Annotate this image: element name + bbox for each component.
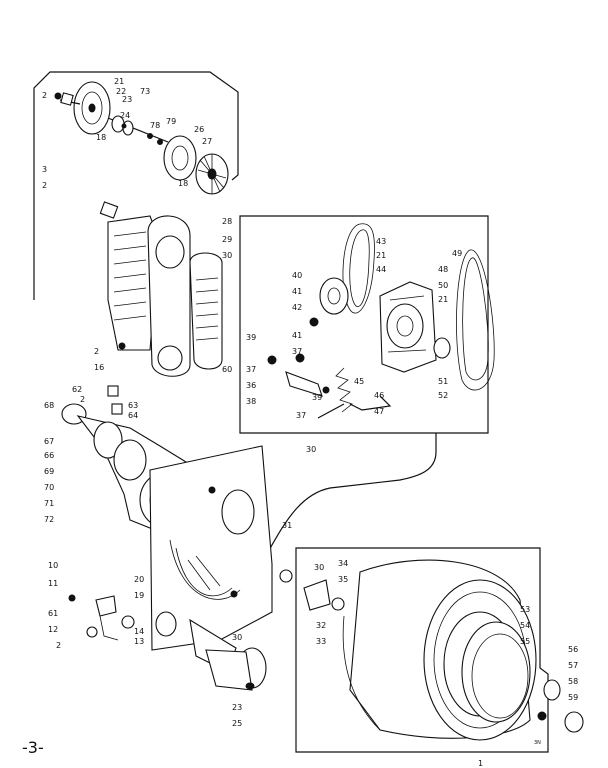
fan-wheel-icon (195, 153, 229, 195)
part-label: 41 (292, 331, 302, 340)
part-label: 50 (438, 281, 448, 290)
part-label: 12 (48, 625, 58, 634)
part-label: 56 (568, 645, 578, 654)
part-label: 66 (44, 451, 54, 460)
drive-motor (189, 618, 267, 691)
part-label: 19 (134, 591, 144, 600)
switch-subassembly (68, 594, 135, 641)
part-label: 46 (374, 391, 384, 400)
part-label: 22 (116, 87, 126, 96)
part-label: 55 (520, 637, 530, 646)
blower-housing (99, 201, 223, 377)
part-label: 68 (44, 401, 54, 410)
part-label: 14 (134, 627, 144, 636)
part-label: 21 (438, 295, 448, 304)
part-label: 57 (568, 661, 578, 670)
part-label: 40 (292, 271, 302, 280)
part-label: 47 (374, 407, 384, 416)
part-label: 21 (114, 77, 124, 86)
part-labels: 2 21 22 23 73 24 18 78 79 26 27 18 3 2 2… (42, 77, 578, 768)
part-label: 30 (314, 563, 324, 572)
part-label: 21 (376, 251, 386, 260)
part-label: 2 (80, 395, 85, 404)
part-label: 23 (122, 95, 132, 104)
part-label: 37 (292, 347, 302, 356)
part-label: 39 (246, 333, 256, 342)
part-label: 27 (202, 137, 212, 146)
part-label: 37 (296, 411, 306, 420)
part-label: 58 (568, 677, 578, 686)
part-label: 32 (316, 621, 326, 630)
part-label: 52 (438, 391, 448, 400)
part-label: 18 (96, 133, 106, 142)
part-label: 49 (452, 249, 462, 258)
rear-bulkhead-panel (149, 445, 273, 651)
part-label: 2 (42, 181, 47, 190)
part-label: 16 (94, 363, 104, 372)
part-label: 30 (222, 251, 232, 260)
part-label: 59 (568, 693, 578, 702)
part-label: 26 (194, 125, 204, 134)
corner-code: 3N (534, 740, 541, 746)
part-label: 34 (338, 559, 348, 568)
part-label: 63 (128, 401, 138, 410)
top-left-subassembly (33, 71, 239, 300)
part-label: 43 (376, 237, 386, 246)
part-label: 23 (232, 703, 242, 712)
part-label: 37 (246, 365, 256, 374)
part-label: 60 (222, 365, 232, 374)
part-label: 64 (128, 411, 138, 420)
part-label: 35 (338, 575, 348, 584)
part-label: 33 (316, 637, 326, 646)
part-label: 10 (48, 561, 58, 570)
connector-line (267, 433, 437, 553)
part-label: 42 (292, 303, 302, 312)
part-label: 2 (56, 641, 61, 650)
part-label: 45 (354, 377, 364, 386)
part-label: 39 (312, 393, 322, 402)
part-label: 61 (48, 609, 58, 618)
part-label: 29 (222, 235, 232, 244)
part-label: 30 (232, 633, 242, 642)
part-label: 2 (94, 347, 99, 356)
motor-subassembly (239, 215, 495, 434)
part-label: 1 (478, 759, 483, 768)
part-label: 70 (44, 483, 54, 492)
part-label: 38 (246, 397, 256, 406)
part-label: 53 (520, 605, 530, 614)
page-number: -3- (22, 738, 44, 757)
part-label: 67 (44, 437, 54, 446)
part-label: 41 (292, 287, 302, 296)
part-label: 73 (140, 87, 150, 96)
drum-subassembly (279, 547, 584, 753)
part-label: 11 (48, 579, 58, 588)
part-label: 30 (306, 445, 316, 454)
part-label: 48 (438, 265, 448, 274)
part-label: 78 (150, 121, 160, 130)
part-label: 24 (120, 111, 130, 120)
part-label: 54 (520, 621, 530, 630)
part-label: 79 (166, 117, 176, 126)
part-label: 36 (246, 381, 256, 390)
part-label: 72 (44, 515, 54, 524)
part-label: 3 (42, 165, 47, 174)
part-label: 51 (438, 377, 448, 386)
part-label: 20 (134, 575, 144, 584)
part-label: 28 (222, 217, 232, 226)
part-label: 18 (178, 179, 188, 188)
part-label: 25 (232, 719, 242, 728)
part-label: 31 (282, 521, 292, 530)
part-label: 2 (42, 91, 47, 100)
part-label: 44 (376, 265, 386, 274)
part-label: 71 (44, 499, 54, 508)
part-label: 69 (44, 467, 54, 476)
part-label: 62 (72, 385, 82, 394)
part-label: 13 (134, 637, 144, 646)
